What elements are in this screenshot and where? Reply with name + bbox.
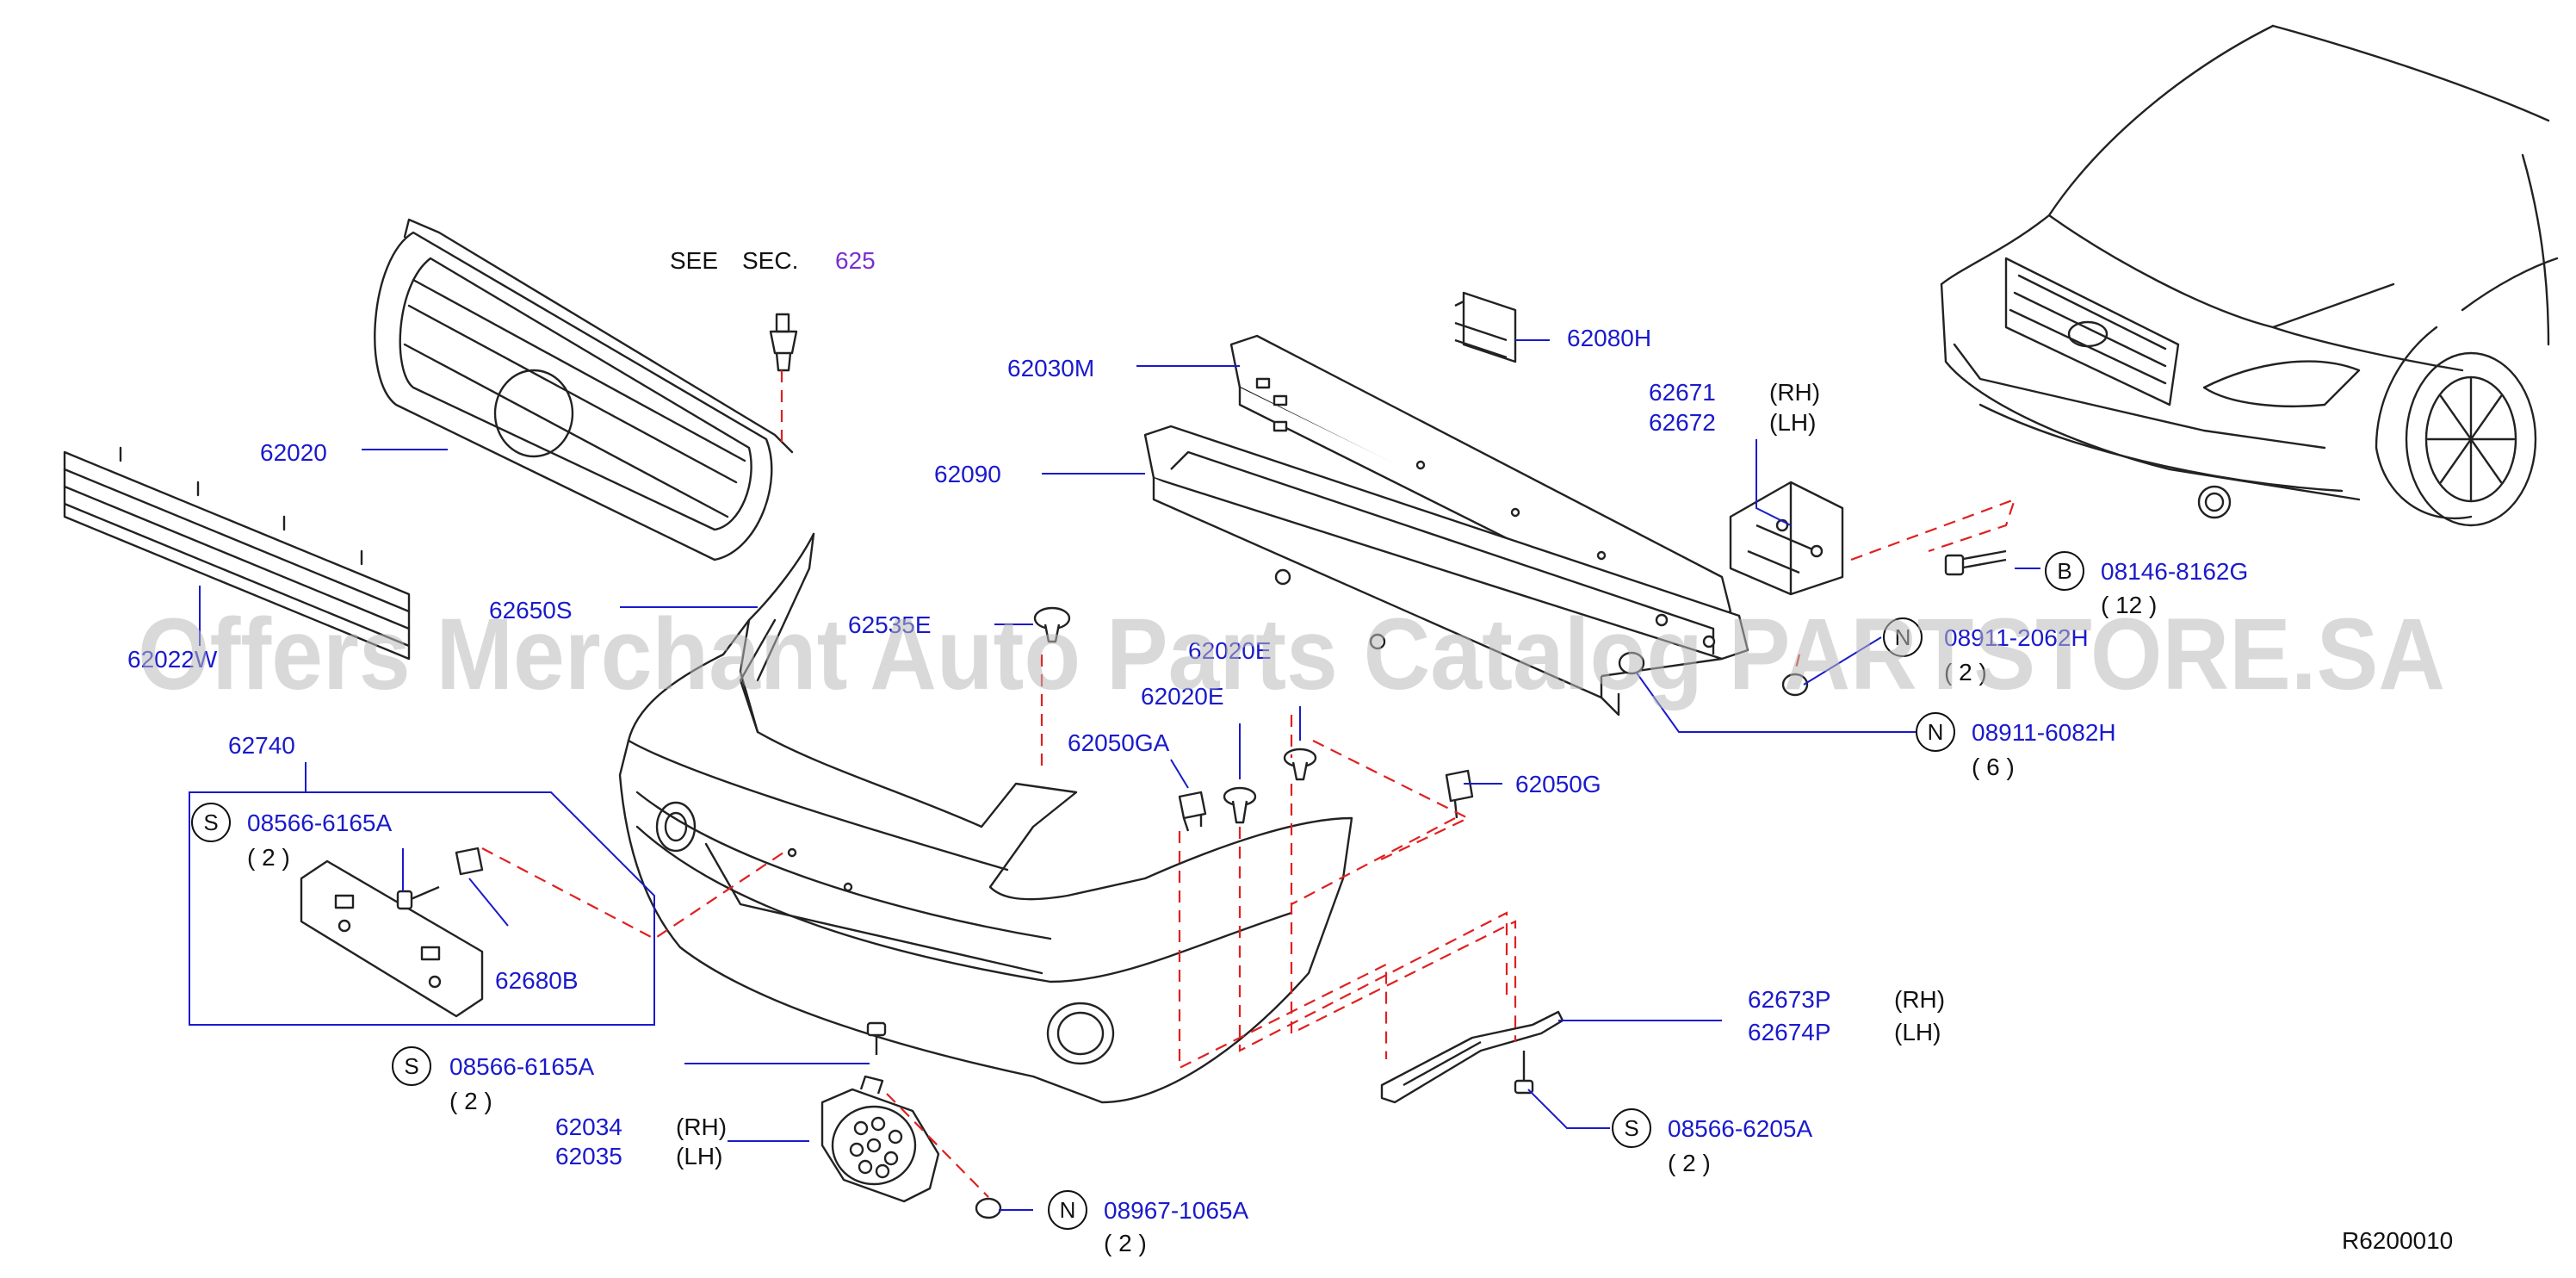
svg-text:N: N [1928, 719, 1944, 745]
part-08967-1065a[interactable]: 08967-1065A [1104, 1197, 1248, 1224]
diagram-code: R6200010 [2342, 1227, 2453, 1254]
quantity-2-b: ( 2 ) [247, 844, 290, 871]
part-62022w[interactable]: 62022W [127, 646, 218, 673]
part-08911-6082h[interactable]: 08911-6082H [1972, 719, 2116, 746]
quantity-2-a: ( 2 ) [1944, 659, 1987, 686]
part-08911-2062h[interactable]: 08911-2062H [1944, 624, 2089, 651]
quantity-2-d: ( 2 ) [1668, 1150, 1711, 1176]
part-62680b[interactable]: 62680B [495, 967, 579, 994]
part-08146-8162g[interactable]: 08146-8162G [2101, 558, 2248, 585]
part-62535e[interactable]: 62535E [848, 611, 932, 638]
part-62035[interactable]: 62035 [555, 1143, 622, 1169]
marker-s-1: S [191, 803, 231, 842]
marker-s-2: S [392, 1046, 431, 1086]
marker-b: B [2045, 551, 2084, 591]
part-62030m[interactable]: 62030M [1007, 355, 1094, 382]
part-08566-6165a-upper[interactable]: 08566-6165A [247, 810, 392, 836]
marker-s-3: S [1612, 1108, 1651, 1148]
part-62080h[interactable]: 62080H [1567, 325, 1651, 351]
svg-text:S: S [404, 1053, 418, 1079]
rh-label-3: (RH) [676, 1114, 727, 1140]
part-62020e[interactable]: 62020E [1141, 683, 1224, 710]
svg-text:N: N [1895, 624, 1911, 650]
part-62672[interactable]: 62672 [1649, 409, 1716, 436]
sec-text: SEC. [742, 247, 798, 274]
part-62050ga[interactable]: 62050GA [1068, 729, 1170, 756]
energy-absorber-drawing [1143, 425, 1749, 717]
part-62034[interactable]: 62034 [555, 1114, 622, 1140]
bumper-fascia-drawing [618, 532, 1353, 1104]
quantity-2-e: ( 2 ) [1104, 1230, 1147, 1256]
screw-drawing [396, 847, 484, 910]
see-text: SEE [670, 247, 718, 274]
lh-label-3: (LH) [676, 1143, 722, 1169]
part-08566-6205a[interactable]: 08566-6205A [1668, 1115, 1812, 1142]
assembly-lines [481, 370, 2016, 1198]
rh-label-2: (RH) [1894, 986, 1945, 1013]
clips-drawing [1033, 606, 1474, 832]
bracket-drawing [1454, 291, 1517, 363]
part-62020[interactable]: 62020 [260, 439, 327, 466]
marker-n-1: N [1883, 617, 1923, 657]
license-bracket-drawing [300, 859, 484, 1018]
fog-lamp-cover-drawing [820, 1075, 940, 1203]
bolt-drawing [1944, 549, 2007, 576]
radiator-grille-drawing [374, 218, 794, 561]
section-625-link[interactable]: 625 [835, 247, 876, 274]
bumper-stay-drawing [1729, 481, 1844, 596]
quantity-12: ( 12 ) [2101, 592, 2157, 618]
rh-label-1: (RH) [1769, 379, 1820, 406]
clip-drawing [769, 313, 798, 372]
vehicle-illustration [1940, 24, 2559, 527]
quantity-2-c: ( 2 ) [449, 1088, 492, 1114]
marker-n-3: N [1048, 1190, 1087, 1230]
part-62650s[interactable]: 62650S [489, 597, 573, 623]
see-section-reference: SEE SEC. 625 [670, 247, 876, 274]
svg-text:S: S [1624, 1115, 1638, 1141]
part-62020e-upper[interactable]: 62020E [1188, 637, 1272, 664]
marker-n-2: N [1916, 712, 1955, 752]
svg-text:B: B [2057, 558, 2071, 584]
lh-label-2: (LH) [1894, 1019, 1941, 1045]
part-62671[interactable]: 62671 [1649, 379, 1716, 406]
part-62050g[interactable]: 62050G [1515, 771, 1601, 797]
lh-label-1: (LH) [1769, 409, 1816, 436]
svg-text:N: N [1060, 1197, 1076, 1223]
part-62740[interactable]: 62740 [228, 732, 295, 759]
part-62090[interactable]: 62090 [934, 461, 1001, 487]
svg-text:S: S [203, 810, 218, 835]
watermark: Offers Merchant Auto Parts Catalog PARTS… [138, 598, 2445, 711]
nut-drawing-2 [975, 1197, 1002, 1219]
nut-drawing [1618, 651, 1809, 697]
part-62674p[interactable]: 62674P [1748, 1019, 1831, 1045]
leader-lines [189, 339, 2040, 1211]
part-08566-6165a[interactable]: 08566-6165A [449, 1053, 594, 1080]
lower-grille-drawing [63, 446, 411, 661]
part-62673p[interactable]: 62673P [1748, 986, 1831, 1013]
side-bracket-drawing [1380, 1010, 1564, 1104]
quantity-6: ( 6 ) [1972, 754, 2015, 780]
